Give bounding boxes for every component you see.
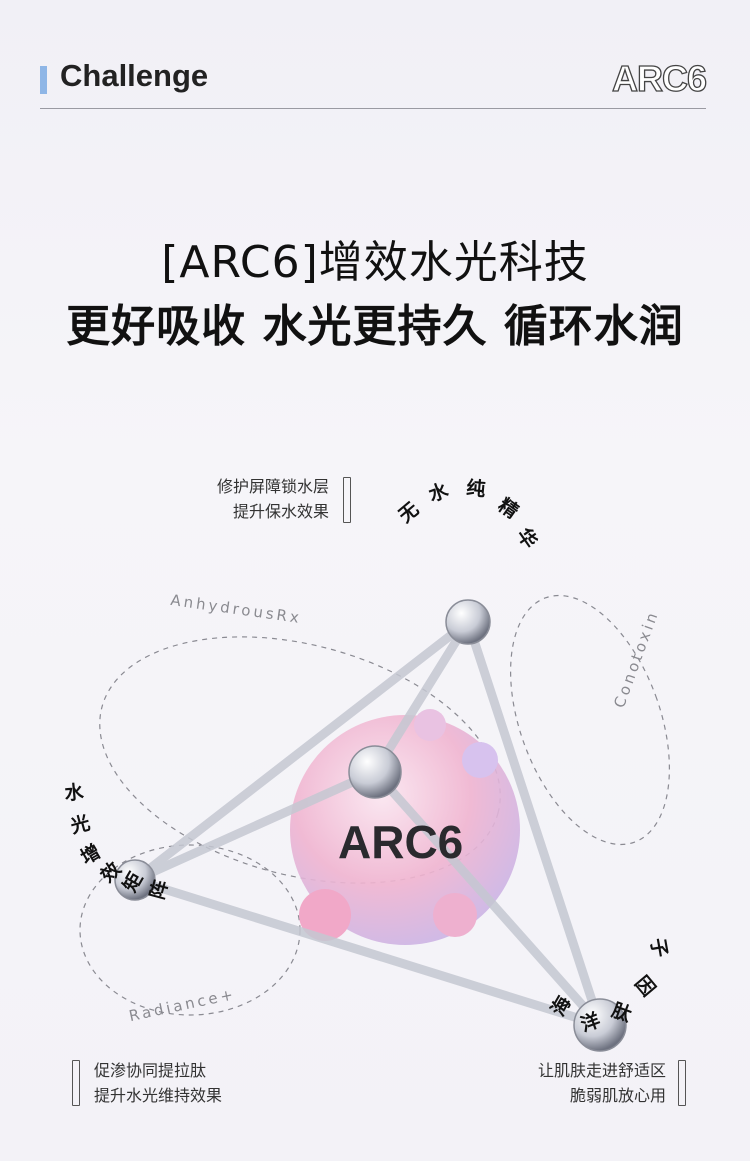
note-line: 脆弱肌放心用: [569, 1086, 666, 1105]
curved-label-left-char: 水: [63, 781, 85, 805]
note-line: 修护屏障锁水层: [216, 477, 329, 496]
curved-label-top-char: 纯: [465, 477, 487, 501]
headline-line-1: [ARC6]增效水光科技: [161, 237, 589, 288]
header-accent-bar: [40, 66, 47, 94]
headline-line-2: 更好吸收 水光更持久 循环水润: [66, 301, 684, 352]
note-bracket: [72, 1060, 80, 1106]
note-bottom-right: 让肌肤走进舒适区 脆弱肌放心用: [538, 1058, 666, 1108]
section-title: Challenge: [60, 58, 209, 93]
brand-logo: ARC6: [611, 57, 707, 99]
note-top-left: 修护屏障锁水层 提升保水效果: [217, 474, 329, 524]
header-divider: [40, 108, 706, 109]
note-line: 促渗协同提拉肽: [94, 1061, 207, 1080]
note-bottom-left: 促渗协同提拉肽 提升水光维持效果: [94, 1058, 222, 1108]
molecule-blob: [290, 709, 520, 945]
molecule-label: ARC6: [338, 816, 464, 868]
note-bracket: [678, 1060, 686, 1106]
curved-label-br-char: 子: [646, 936, 672, 960]
molecule-bonds: [130, 617, 605, 1030]
molecule-nodes: [114, 599, 627, 1052]
note-line: 提升水光维持效果: [94, 1086, 223, 1105]
note-bracket: [343, 477, 351, 523]
note-line: 让肌肤走进舒适区: [537, 1061, 666, 1080]
note-line: 提升保水效果: [232, 502, 329, 521]
